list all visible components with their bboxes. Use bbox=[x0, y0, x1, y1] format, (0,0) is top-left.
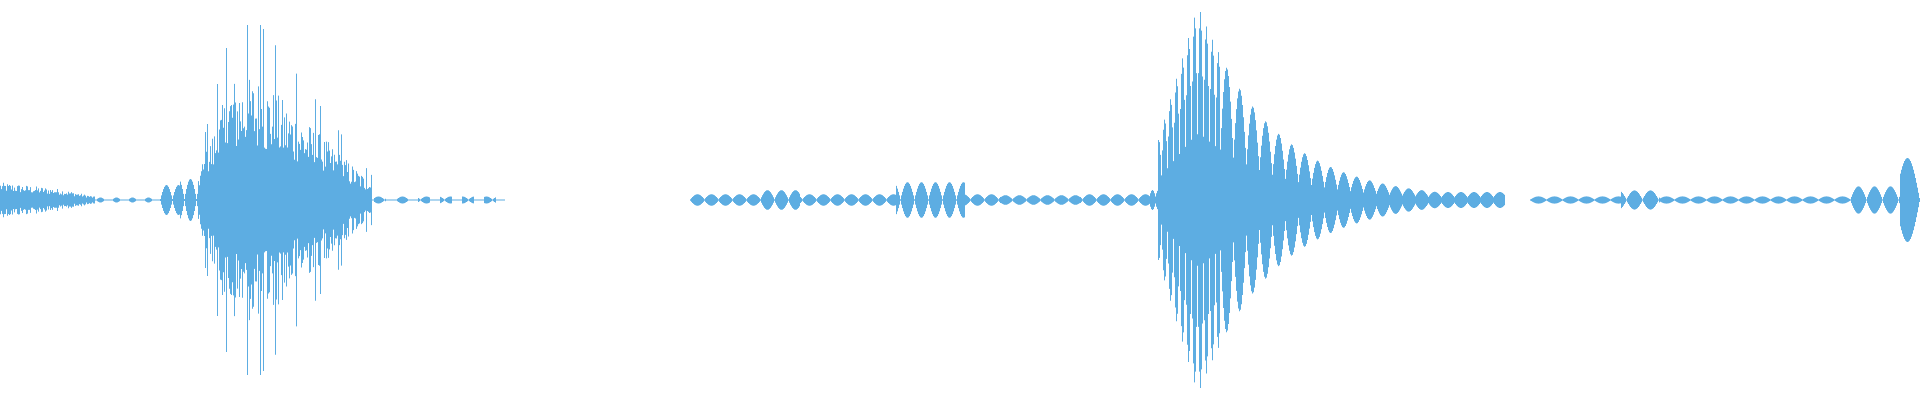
waveform-samples bbox=[0, 12, 1920, 388]
